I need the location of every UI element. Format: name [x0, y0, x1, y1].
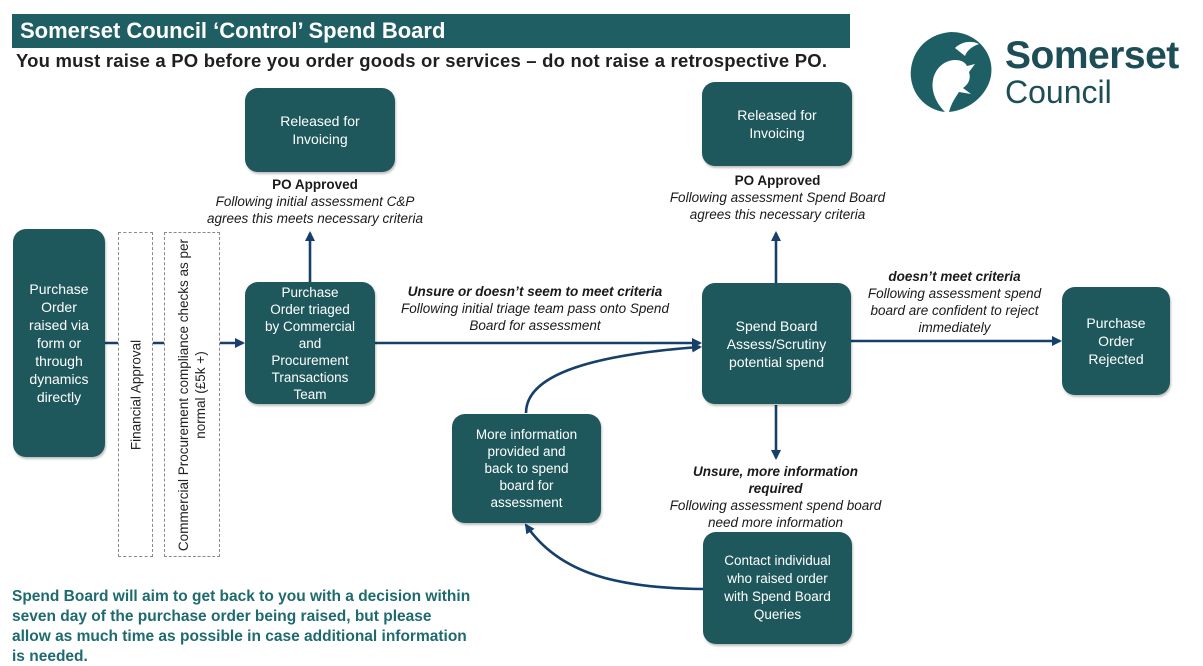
released-for-invoicing-text-right: Released for Invoicing — [737, 107, 817, 141]
po-approved-heading-right: PO Approved — [734, 173, 821, 188]
page-title: Somerset Council ‘Control’ Spend Board — [12, 14, 850, 48]
po-approved-text-right: Following assessment Spend Board agrees … — [669, 190, 886, 222]
po-approved-label-right: PO Approved Following assessment Spend B… — [650, 172, 905, 223]
page-subtitle: You must raise a PO before you order goo… — [16, 50, 828, 71]
more-information-text: More information provided and back to sp… — [475, 427, 578, 510]
triage-box: Purchase Order triaged by Commercial and… — [245, 282, 375, 404]
compliance-checks-box: Commercial Procurement compliance checks… — [164, 232, 220, 557]
doesnt-meet-criteria-heading: doesn’t meet criteria — [888, 269, 1021, 284]
spend-board-text: Spend Board Assess/Scrutiny potential sp… — [726, 317, 827, 370]
released-for-invoicing-box-left: Released for Invoicing — [245, 88, 395, 172]
logo-text-somerset: Somerset — [1005, 34, 1179, 77]
arrow-contact-to-more-info — [524, 523, 704, 591]
po-approved-heading-left: PO Approved — [272, 177, 358, 192]
spend-board-box: Spend Board Assess/Scrutiny potential sp… — [702, 283, 851, 404]
triage-text: Purchase Order triaged by Commercial and… — [264, 284, 356, 402]
purchase-order-raised-text: Purchase Order raised via form or throug… — [29, 281, 89, 405]
unsure-triage-label: Unsure or doesn’t seem to meet criteria … — [376, 283, 694, 334]
financial-approval-text: Financial Approval — [128, 339, 143, 450]
po-approved-text-left: Following initial assessment C&P agrees … — [206, 194, 424, 226]
doesnt-meet-criteria-text: Following assessment spend board are con… — [867, 286, 1042, 335]
somerset-council-logo: Somerset Council — [905, 28, 1200, 113]
more-info-required-label: Unsure, more information required Follow… — [648, 463, 903, 531]
unsure-triage-text: Following initial triage team pass onto … — [401, 301, 669, 333]
compliance-checks-text: Commercial Procurement compliance checks… — [176, 238, 208, 551]
decision-timeframe-note: Spend Board will aim to get back to you … — [12, 588, 471, 665]
released-for-invoicing-text-left: Released for Invoicing — [280, 113, 360, 147]
unsure-triage-heading: Unsure or doesn’t seem to meet criteria — [407, 284, 663, 299]
contact-individual-text: Contact individual who raised order with… — [724, 553, 831, 622]
financial-approval-box: Financial Approval — [118, 232, 153, 557]
logo-text-council: Council — [1005, 74, 1112, 110]
arrow-more-info-to-spend-board — [524, 342, 702, 414]
released-for-invoicing-box-right: Released for Invoicing — [702, 82, 852, 166]
doesnt-meet-criteria-label: doesn’t meet criteria Following assessme… — [852, 268, 1057, 336]
more-info-required-text: Following assessment spend board need mo… — [669, 498, 882, 530]
more-info-required-heading: Unsure, more information required — [692, 464, 859, 496]
more-information-box: More information provided and back to sp… — [452, 414, 601, 523]
contact-individual-box: Contact individual who raised order with… — [703, 532, 852, 644]
purchase-order-raised-box: Purchase Order raised via form or throug… — [13, 229, 105, 457]
purchase-order-rejected-text: Purchase Order Rejected — [1086, 315, 1146, 367]
po-approved-label-left: PO Approved Following initial assessment… — [180, 176, 450, 227]
purchase-order-rejected-box: Purchase Order Rejected — [1062, 287, 1170, 395]
dragon-icon — [910, 32, 992, 112]
